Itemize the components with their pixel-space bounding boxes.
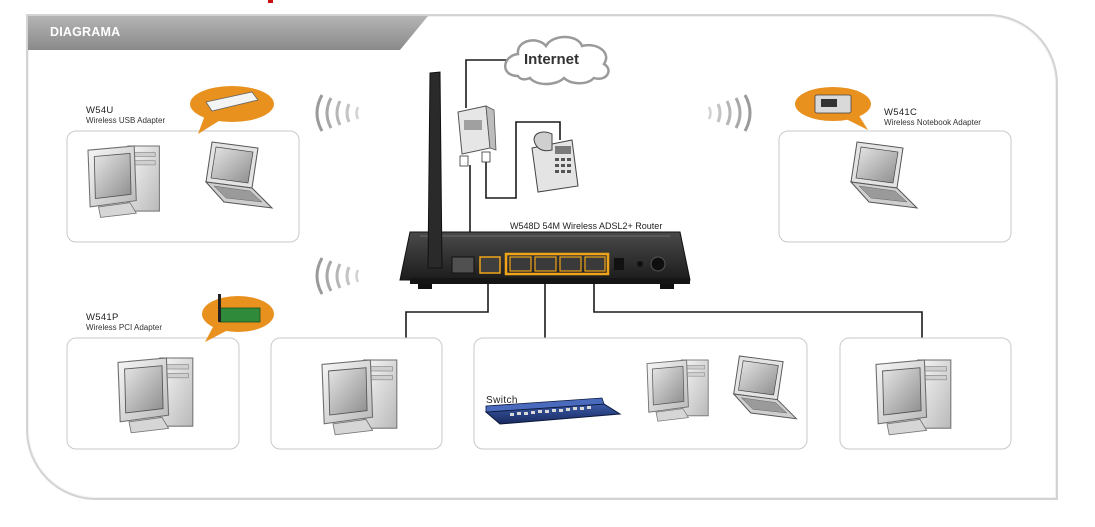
notebook-adapter-bubble [795,87,871,130]
switch-label: Switch [486,395,518,406]
header-accent-mark [268,0,273,3]
pci-adapter-bubble [202,294,274,342]
adsl-splitter-icon [457,105,497,167]
pci-card-icon [219,307,261,323]
wireless-signal-icon [315,256,360,296]
desktop-computer-icon [87,145,160,218]
header-bar [28,16,428,50]
router-icon [399,71,691,289]
network-switch-icon [484,397,622,425]
usb-client-model: W54U [86,105,114,116]
router-label: W548D 54M Wireless ADSL2+ Router [510,221,663,231]
notebook-client-label: W541C Wireless Notebook Adapter [884,108,981,128]
antenna-icon [427,71,443,269]
desktop-computer-icon [646,359,709,422]
pci-client-model: W541P [86,312,119,323]
notebook-client-model: W541C [884,107,918,118]
usb-client-label: W54U Wireless USB Adapter [86,106,165,126]
diagram-title: DIAGRAMA [50,25,121,39]
box-switch-group [473,337,808,450]
usb-adapter-bubble [190,86,274,134]
usb-client-desc: Wireless USB Adapter [86,116,166,125]
usb-adapter-icon [205,91,259,112]
internet-cloud-icon [504,35,610,86]
wireless-signal-icon [707,93,752,133]
desktop-computer-icon [117,357,194,434]
telephone-icon [531,131,579,193]
pci-client-label: W541P Wireless PCI Adapter [86,313,162,333]
desktop-computer-icon [321,359,398,436]
desktop-computer-icon [875,359,952,436]
pci-client-desc: Wireless PCI Adapter [86,323,163,332]
wireless-signal-icon [315,93,360,133]
notebook-client-desc: Wireless Notebook Adapter [884,118,981,127]
internet-label: Internet [524,51,580,68]
